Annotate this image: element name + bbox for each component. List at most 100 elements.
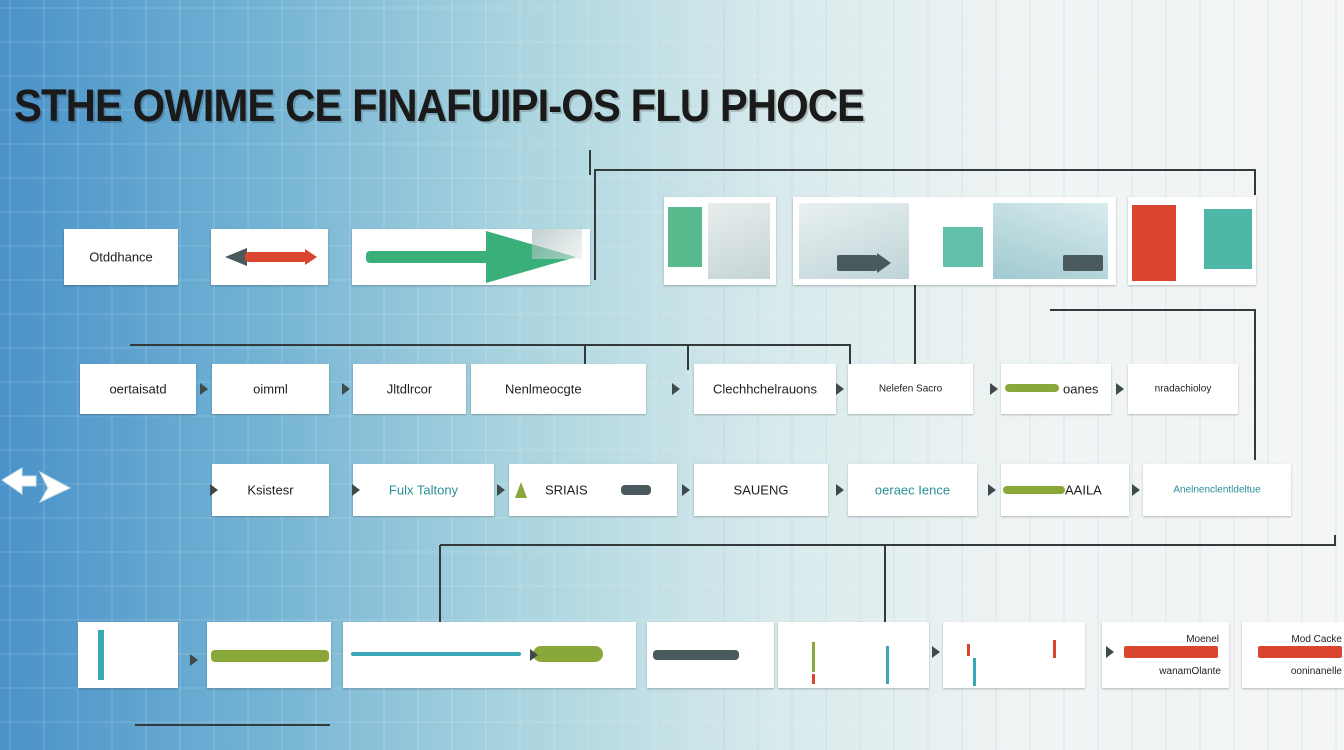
node-row2-6[interactable]: Nelefen Sacro (848, 364, 973, 414)
node-image-2[interactable] (793, 197, 1116, 285)
node-label: wanamOlante (1159, 666, 1221, 677)
node-row3-1[interactable]: Ksistesr (212, 464, 329, 516)
olive-bar (1005, 384, 1059, 392)
node-row4-2[interactable] (207, 622, 331, 688)
arrow-tip-icon (305, 249, 317, 265)
tech-graphic (532, 229, 582, 259)
node-row4-4[interactable] (647, 622, 774, 688)
node-row4-1[interactable] (78, 622, 178, 688)
node-row3-5[interactable]: oeraec Ience (848, 464, 977, 516)
olive-tick (812, 642, 815, 672)
red-bar (245, 252, 307, 262)
node-label: oertaisatd (109, 381, 167, 397)
arrow-icon (352, 484, 360, 496)
diagram-title: STHE OWIME CE FINAFUIPI-OS FLU PHOCE (14, 80, 865, 131)
node-row3-3[interactable]: SRIAIS (509, 464, 677, 516)
node-label: Otddhance (89, 249, 153, 265)
node-row4-6[interactable] (943, 622, 1085, 688)
node-label: oeraec Ience (874, 482, 951, 498)
node-image-3[interactable] (1128, 197, 1256, 285)
connector-row4-top (440, 535, 1336, 546)
node-label: Nelefen Sacro (878, 383, 943, 395)
node-label: Nenlmeocgte (505, 381, 582, 397)
green-bar (366, 251, 496, 263)
node-otddhance[interactable]: Otddhance (64, 229, 178, 285)
node-label: SAUENG (733, 482, 789, 498)
arrow-head-icon (225, 248, 247, 266)
arrow-icon (210, 484, 218, 496)
connector-right-loop (1050, 309, 1256, 460)
node-green-arrow[interactable] (352, 229, 590, 285)
node-label: ooninanelle (1290, 666, 1342, 677)
arrow-icon (836, 484, 844, 496)
slate-arrow-icon (837, 255, 877, 271)
node-row4-8[interactable]: Mod Cacke ooninanelle (1242, 622, 1344, 688)
arrow-icon (530, 649, 538, 661)
teal-tick (973, 658, 976, 686)
slate-bar (653, 650, 739, 660)
node-row3-6[interactable]: AAILA (1001, 464, 1129, 516)
teal-marker-icon (98, 630, 104, 680)
node-row3-2[interactable]: Fulx Taltony (353, 464, 494, 516)
olive-bar (1003, 486, 1065, 494)
node-row2-1[interactable]: oertaisatd (80, 364, 196, 414)
teal-graphic (943, 227, 983, 267)
node-label: SRIAIS (545, 482, 588, 498)
node-label: Ksistesr (247, 482, 294, 498)
arrow-icon (836, 383, 844, 395)
teal-line (351, 652, 521, 656)
node-label: Anelnenclentldeltue (1173, 484, 1261, 496)
node-row3-7[interactable]: Anelnenclentldeltue (1143, 464, 1291, 516)
node-label: Moenel (1186, 634, 1219, 645)
slate-arrow-icon (621, 485, 651, 495)
teal-tick (886, 646, 889, 684)
arrow-icon (682, 484, 690, 496)
node-label: Clechhchelrauons (712, 381, 818, 397)
red-bar (1124, 646, 1218, 658)
node-row2-4[interactable]: Nenlmeocgte (471, 364, 646, 414)
arrow-icon (497, 484, 505, 496)
red-bar (1258, 646, 1342, 658)
olive-bar (211, 650, 329, 662)
arrow-tip-icon (877, 253, 891, 273)
teal-block-graphic (1204, 209, 1252, 269)
olive-marker-icon (515, 482, 527, 498)
arrow-icon (342, 383, 350, 395)
node-row2-7[interactable]: oanes (1001, 364, 1111, 414)
node-row2-2[interactable]: oimml (212, 364, 329, 414)
node-image-1[interactable] (664, 197, 776, 285)
node-label: nradachioloy (1154, 383, 1212, 395)
node-label: AAILA (1065, 482, 1102, 498)
arrow-icon (1106, 646, 1114, 658)
olive-blob (533, 646, 603, 662)
arrow-icon (672, 383, 680, 395)
node-label: Jltdlrcor (386, 381, 433, 397)
arrow-icon (932, 646, 940, 658)
node-row2-3[interactable]: Jltdlrcor (353, 364, 466, 414)
photo-graphic (708, 203, 770, 279)
red-building-graphic (1132, 205, 1176, 281)
node-label: oanes (1063, 381, 1099, 397)
arrow-icon (190, 654, 198, 666)
arrow-icon (1116, 383, 1124, 395)
node-row4-5[interactable] (778, 622, 929, 688)
red-tick (967, 644, 970, 656)
arrow-icon (988, 484, 996, 496)
arrow-icon (200, 383, 208, 395)
node-red-arrow[interactable] (211, 229, 328, 285)
node-row2-5[interactable]: Clechhchelrauons (694, 364, 836, 414)
node-label: Mod Cacke (1291, 634, 1342, 645)
slate-arrow-icon (1063, 255, 1103, 271)
node-label: Fulx Taltony (388, 482, 459, 498)
red-tick (812, 674, 815, 684)
node-row4-3[interactable] (343, 622, 636, 688)
node-row4-7[interactable]: Moenel wanamOlante (1102, 622, 1229, 688)
node-row3-4[interactable]: SAUENG (694, 464, 828, 516)
node-row2-8[interactable]: nradachioloy (1128, 364, 1238, 414)
arrow-icon (990, 383, 998, 395)
green-block-graphic (668, 207, 702, 267)
red-tick (1053, 640, 1056, 658)
connector-top-loop (594, 169, 1256, 280)
